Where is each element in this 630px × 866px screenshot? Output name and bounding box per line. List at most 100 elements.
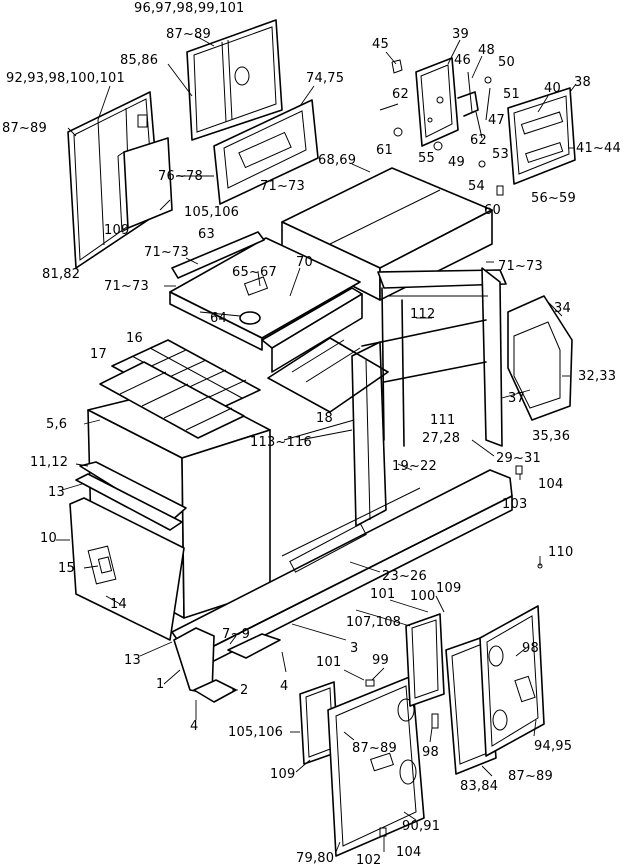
small-fittings <box>365 465 543 837</box>
callout-label: 65~67 <box>232 265 277 280</box>
callout-label: 92,93,98,100,101 <box>6 71 125 86</box>
callout-label: 112 <box>410 307 435 322</box>
callout-label: 17 <box>90 347 107 362</box>
left-side-cover <box>117 137 173 233</box>
leader-lines <box>56 35 577 853</box>
callout-label: 27,28 <box>422 431 460 446</box>
callout-label: 48 <box>478 43 495 58</box>
callout-label: 96,97,98,99,101 <box>134 1 245 16</box>
callout-label: 45 <box>372 37 389 52</box>
plate-13 <box>75 473 183 531</box>
callout-label: 4 <box>280 679 288 694</box>
callout-label: 105,106 <box>228 725 283 740</box>
callout-label: 49 <box>448 155 465 170</box>
callout-label: 46 <box>454 53 471 68</box>
callout-label: 109 <box>104 223 129 238</box>
top-grille-17 <box>99 361 245 439</box>
rear-door-panel <box>186 19 283 141</box>
callout-label: 19~22 <box>392 459 437 474</box>
callout-label: 61 <box>376 143 393 158</box>
callout-label: 35,36 <box>532 429 570 444</box>
door-94-95 <box>479 605 545 757</box>
callout-label: 99 <box>372 653 389 668</box>
callout-label: 71~73 <box>498 259 543 274</box>
callout-label: 18 <box>316 411 333 426</box>
callout-label: 32,33 <box>578 369 616 384</box>
control-box-panel <box>415 57 459 147</box>
callout-label: 83,84 <box>460 779 498 794</box>
callout-label: 87~89 <box>166 27 211 42</box>
callout-label: 29~31 <box>496 451 541 466</box>
callout-label: 111 <box>430 413 455 428</box>
beam-70 <box>261 287 363 373</box>
callout-label: 41~44 <box>576 141 621 156</box>
callout-label: 68,69 <box>318 153 356 168</box>
callout-label: 60 <box>484 203 501 218</box>
callout-label: 62 <box>392 87 409 102</box>
callout-label: 16 <box>126 331 143 346</box>
center-column-18 <box>351 341 387 527</box>
callout-label: 101 <box>316 655 341 670</box>
callout-label: 3 <box>350 641 358 656</box>
callout-label: 85,86 <box>120 53 158 68</box>
callout-label: 5,6 <box>46 417 67 432</box>
callout-label: 105,106 <box>184 205 239 220</box>
callout-label: 71~73 <box>104 279 149 294</box>
callout-label: 101 <box>370 587 395 602</box>
callout-label: 110 <box>548 545 573 560</box>
front-panel-10 <box>69 497 185 641</box>
callout-label: 81,82 <box>42 267 80 282</box>
callout-label: 37 <box>508 391 525 406</box>
callout-label: 13 <box>48 485 65 500</box>
callout-label: 104 <box>396 845 421 860</box>
callout-label: 90,91 <box>402 819 440 834</box>
callout-label: 103 <box>502 497 527 512</box>
callout-label: 64 <box>210 311 227 326</box>
callout-label: 113~116 <box>250 435 312 450</box>
callout-label: 62 <box>470 133 487 148</box>
callout-label: 1 <box>156 677 164 692</box>
callout-label: 107,108 <box>346 615 401 630</box>
callout-label: 100 <box>410 589 435 604</box>
callout-label: 63 <box>198 227 215 242</box>
door-90-91 <box>327 675 425 857</box>
right-door-box-34 <box>507 295 573 421</box>
callout-label: 38 <box>574 75 591 90</box>
callout-label: 87~89 <box>2 121 47 136</box>
callout-label: 74,75 <box>306 71 344 86</box>
callout-label: 109 <box>436 581 461 596</box>
callout-label: 70 <box>296 255 313 270</box>
callout-label: 13 <box>124 653 141 668</box>
callout-label: 2 <box>240 683 248 698</box>
callout-label: 71~73 <box>260 179 305 194</box>
callout-label: 53 <box>492 147 509 162</box>
callout-label: 94,95 <box>534 739 572 754</box>
small-parts <box>379 59 504 196</box>
cover-plate-38 <box>507 87 576 185</box>
callout-label: 40 <box>544 81 561 96</box>
relay-bracket <box>457 71 492 139</box>
upper-center-panel <box>213 99 319 205</box>
callout-label: 15 <box>58 561 75 576</box>
callout-label: 98 <box>522 641 539 656</box>
callout-label: 104 <box>538 477 563 492</box>
callout-label: 98 <box>422 745 439 760</box>
right-frame-posts <box>361 267 507 447</box>
inner-frame <box>267 337 389 441</box>
panel-107-108 <box>405 613 445 707</box>
callout-label: 47 <box>488 113 505 128</box>
callout-label: 23~26 <box>382 569 427 584</box>
callout-label: 34 <box>554 301 571 316</box>
callout-label: 50 <box>498 55 515 70</box>
top-frame <box>169 237 361 351</box>
callout-label: 4 <box>190 719 198 734</box>
top-beam-63 <box>171 231 265 279</box>
callout-label: 56~59 <box>531 191 576 206</box>
callout-label: 54 <box>468 179 485 194</box>
base-frame <box>171 469 513 695</box>
callout-label: 87~89 <box>352 741 397 756</box>
callout-label: 7~9 <box>222 627 250 642</box>
